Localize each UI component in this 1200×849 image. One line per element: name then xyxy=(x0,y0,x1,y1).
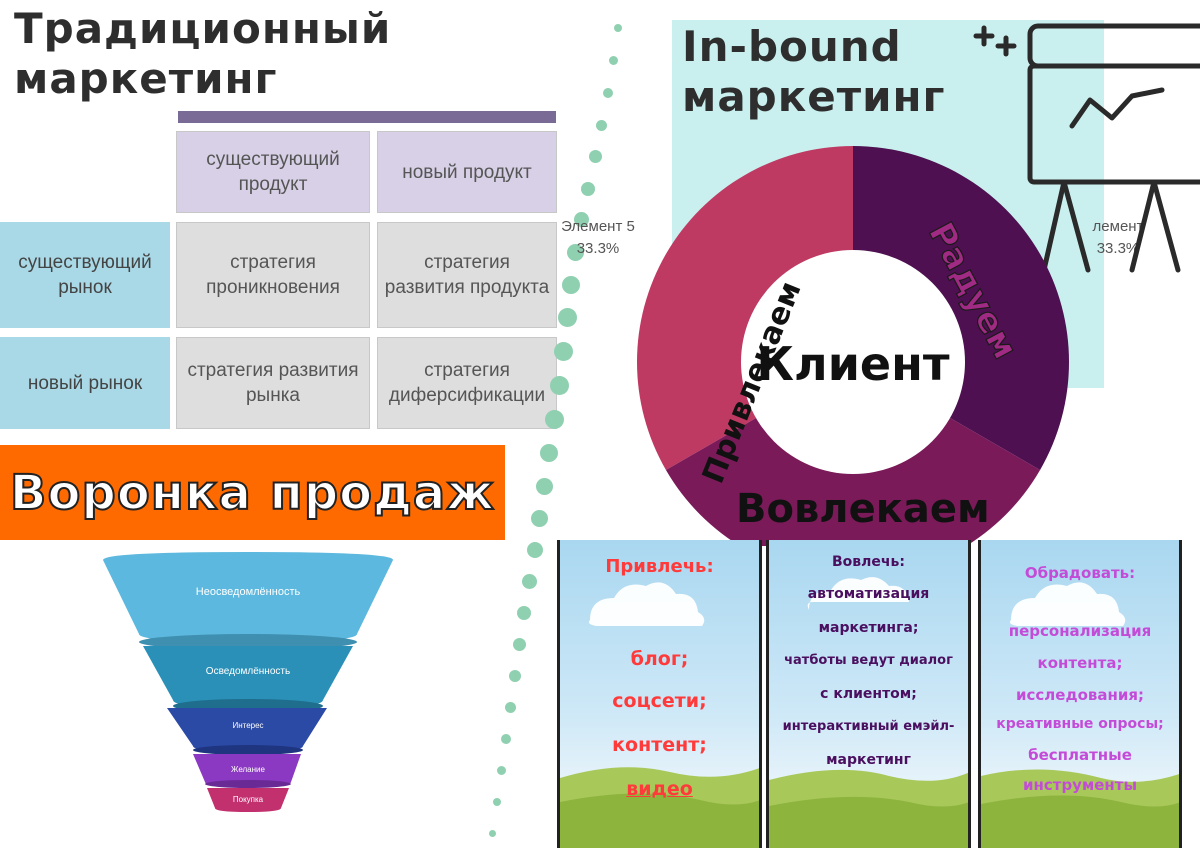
divider-dot xyxy=(536,478,553,495)
divider-dot xyxy=(589,150,602,163)
panel-engage-item: с клиентом; xyxy=(820,686,917,702)
divider-dot xyxy=(614,24,622,32)
divider-dot xyxy=(517,606,531,620)
divider-dot xyxy=(493,798,501,806)
divider-dot xyxy=(489,830,496,837)
panel-delight-heading: Обрадовать: xyxy=(1024,564,1136,582)
divider-dot xyxy=(550,376,569,395)
divider-dot xyxy=(567,244,584,261)
ghost-label-left: Элемент 5 33.3% xyxy=(553,216,643,260)
donut-hole xyxy=(741,250,965,474)
divider-dot xyxy=(596,120,607,131)
divider-dot xyxy=(603,88,613,98)
panel-attract-item: контент; xyxy=(612,734,707,756)
inbound-title-line1: In-bound xyxy=(682,22,902,71)
panel-attract: Привлечь: блог; соцсети; контент; видео xyxy=(557,540,762,848)
panel-engage-heading: Вовлечь: xyxy=(832,554,905,570)
funnel-stage-3: Интерес xyxy=(167,708,327,755)
divider-dot xyxy=(497,766,506,775)
ghost-label-left-name: Элемент 5 xyxy=(561,218,635,235)
funnel-stage-3-label: Интерес xyxy=(232,721,263,730)
matrix-cell-1-2: стратегия развития продукта xyxy=(377,222,557,328)
panel-delight-item: персонализация xyxy=(1008,622,1152,640)
divider-dot xyxy=(554,342,573,361)
panel-engage-item: автоматизация xyxy=(807,586,930,602)
divider-dot xyxy=(501,734,511,744)
divider-dot xyxy=(527,542,543,558)
panel-delight-item: исследования; xyxy=(1016,686,1144,704)
ghost-label-left-value: 33.3% xyxy=(576,240,620,257)
matrix-cell-2-2: стратегия диферсификации xyxy=(377,337,557,429)
panel-attract-item: соцсети; xyxy=(612,690,707,712)
matrix-col-header-2: новый продукт xyxy=(377,131,557,213)
matrix-top-bar xyxy=(178,111,556,123)
funnel-stage-1: Неосведомлённость xyxy=(103,552,393,650)
ghost-label-right-name: лемент xyxy=(1092,218,1144,235)
panel-delight: Обрадовать: персонализация контента; исс… xyxy=(978,540,1182,848)
panel-engage-item: маркетинга; xyxy=(818,620,919,636)
funnel-stage-2-label: Осведомлённость xyxy=(206,666,290,677)
inbound-title: In-bound маркетинг xyxy=(682,22,945,122)
traditional-title: Традиционный маркетинг xyxy=(14,4,391,104)
funnel-stage-4: Желание xyxy=(193,754,301,788)
ghost-label-right-value: 33.3% xyxy=(1096,240,1140,257)
funnel-stage-5: Покупка xyxy=(207,788,289,812)
panel-scenery xyxy=(981,582,1179,848)
divider-dot xyxy=(531,510,548,527)
funnel-stage-2: Осведомлённость xyxy=(143,646,353,713)
funnel-stage-4-label: Желание xyxy=(231,765,265,774)
funnel-banner-text: Воронка продаж xyxy=(9,464,496,522)
panel-delight-item: креативные опросы; xyxy=(996,716,1164,732)
panel-scenery xyxy=(769,577,968,848)
segment-label-engage: Вовлекаем xyxy=(736,486,990,532)
divider-dot xyxy=(574,212,589,227)
panel-scenery xyxy=(560,582,759,848)
divider-dot xyxy=(505,702,516,713)
funnel-banner: Воронка продаж xyxy=(0,445,505,540)
panel-attract-item: видео xyxy=(626,778,693,800)
funnel-stage-5-label: Покупка xyxy=(233,795,264,804)
traditional-title-line2: маркетинг xyxy=(14,54,278,103)
matrix-row-label-2: новый рынок xyxy=(0,337,170,429)
panel-attract-heading: Привлечь: xyxy=(605,556,714,577)
panel-attract-item: блог; xyxy=(630,648,689,670)
traditional-title-line1: Традиционный xyxy=(14,4,392,53)
matrix-col-header-1: существующий продукт xyxy=(176,131,370,213)
panel-delight-item: контента; xyxy=(1037,654,1123,672)
ghost-label-right: лемент 33.3% xyxy=(1088,216,1148,260)
divider-dot xyxy=(540,444,558,462)
funnel-stage-1-label: Неосведомлённость xyxy=(196,586,301,598)
panel-delight-item: инструменты xyxy=(1022,776,1138,794)
divider-dot xyxy=(522,574,537,589)
presentation-chart-icon xyxy=(973,23,1200,273)
divider-dot xyxy=(581,182,595,196)
divider-dot xyxy=(562,276,580,294)
sales-funnel: Неосведомлённость Осведомлённость Интере… xyxy=(103,552,393,812)
divider-dot xyxy=(545,410,564,429)
panel-engage-item: чатботы ведут диалог xyxy=(784,653,953,668)
matrix-cell-2-1: стратегия развития рынка xyxy=(176,337,370,429)
panel-engage: Вовлечь: автоматизация маркетинга; чатбо… xyxy=(766,540,971,848)
divider-dot xyxy=(509,670,521,682)
matrix-cell-1-1: стратегия проникновения xyxy=(176,222,370,328)
divider-dot xyxy=(609,56,618,65)
client-cycle-donut: Клиент Привлекаем Радуем xyxy=(637,146,1069,546)
donut-center-label: Клиент xyxy=(756,337,950,391)
panel-engage-item: маркетинг xyxy=(826,752,911,768)
inbound-title-line2: маркетинг xyxy=(682,72,946,121)
matrix-row-label-1: существующий рынок xyxy=(0,222,170,328)
divider-dot xyxy=(513,638,526,651)
panel-delight-item: бесплатные xyxy=(1028,746,1132,764)
divider-dot xyxy=(558,308,577,327)
panel-engage-item: интерактивный емэйл- xyxy=(782,719,955,734)
